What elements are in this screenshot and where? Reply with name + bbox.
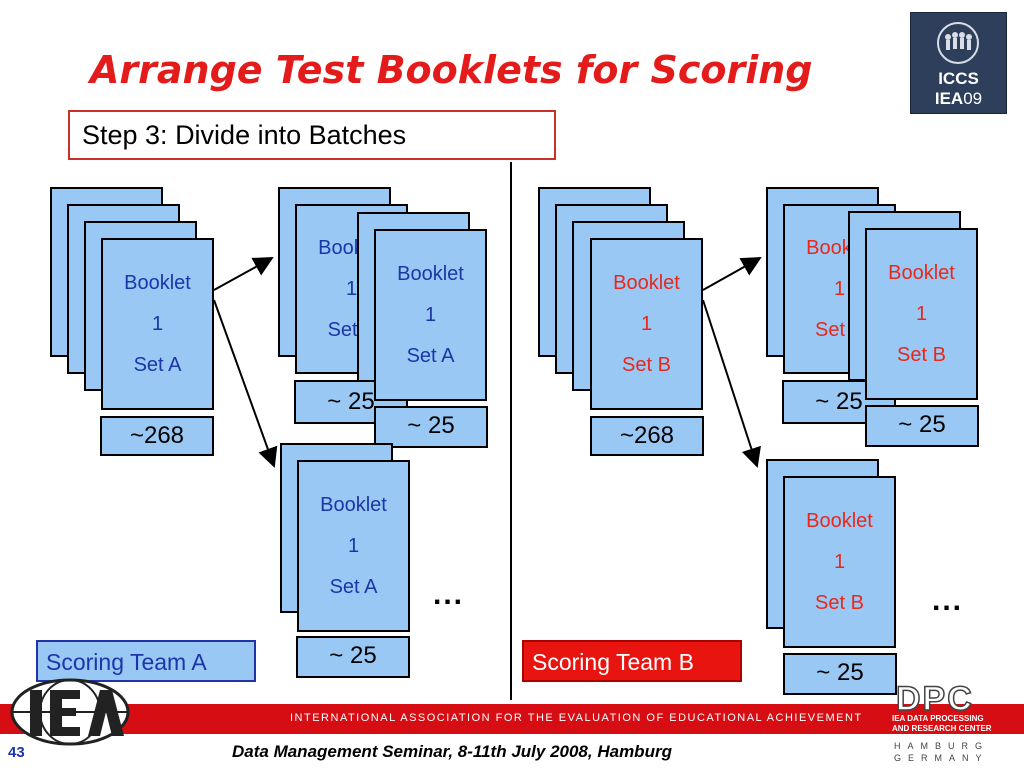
ellipsis-a: ... <box>433 578 465 611</box>
booklet-card-set-b: Booklet 1 Set B <box>783 476 896 648</box>
booklet-label: Booklet <box>124 271 191 294</box>
iccs-logo: ICCS IEA09 <box>910 12 1007 114</box>
total-count-a: ~268 <box>100 416 214 456</box>
batch-count-a: ~ 25 <box>374 406 488 448</box>
footer-band-text: INTERNATIONAL ASSOCIATION FOR THE EVALUA… <box>290 712 863 724</box>
footer-caption: Data Management Seminar, 8-11th July 200… <box>232 742 672 761</box>
batch-count-a-partial: ~ 25 <box>294 380 408 424</box>
iea-globe-icon <box>10 678 130 746</box>
batch-count-b-lower: ~ 25 <box>783 653 897 695</box>
iea09-text: IEA09 <box>934 89 983 108</box>
people-circle-icon <box>937 22 979 64</box>
batch-count-a-lower: ~ 25 <box>296 636 410 678</box>
dpc-subtitle: IEA DATA PROCESSING AND RESEARCH CENTER <box>892 714 992 733</box>
booklet-card-set-b: Booklet 1 Set B <box>865 228 978 400</box>
iea-logo <box>8 676 132 746</box>
arrow-b-bottom <box>702 299 761 468</box>
booklet-card-set-a: Booklet 1 Set A <box>374 229 487 401</box>
booklet-number: 1 <box>151 312 164 335</box>
scoring-team-b-label: Scoring Team B <box>522 640 742 682</box>
arrow-a-bottom <box>213 299 278 468</box>
slide-title: Arrange Test Booklets for Scoring <box>90 48 813 92</box>
step-box: Step 3: Divide into Batches <box>68 110 556 160</box>
page-number: 43 <box>8 744 25 761</box>
booklet-card-set-b: Booklet 1 Set B <box>590 238 703 410</box>
arrow-a-top <box>213 257 274 291</box>
dpc-location: HAMBURG GERMANY <box>894 741 990 763</box>
dpc-text: DPC <box>895 679 974 719</box>
arrow-b-top <box>702 257 762 291</box>
booklet-set: Set A <box>133 353 182 376</box>
booklet-card-set-a: Booklet 1 Set A <box>297 460 410 632</box>
footer-bar: INTERNATIONAL ASSOCIATION FOR THE EVALUA… <box>0 704 1024 734</box>
iccs-text: ICCS <box>938 69 979 88</box>
center-divider <box>510 162 512 700</box>
booklet-card-set-a: Booklet 1 Set A <box>101 238 214 410</box>
ellipsis-b: ... <box>932 584 964 617</box>
scoring-team-a-label: Scoring Team A <box>36 640 256 682</box>
total-count-b: ~268 <box>590 416 704 456</box>
batch-count-b: ~ 25 <box>865 405 979 447</box>
